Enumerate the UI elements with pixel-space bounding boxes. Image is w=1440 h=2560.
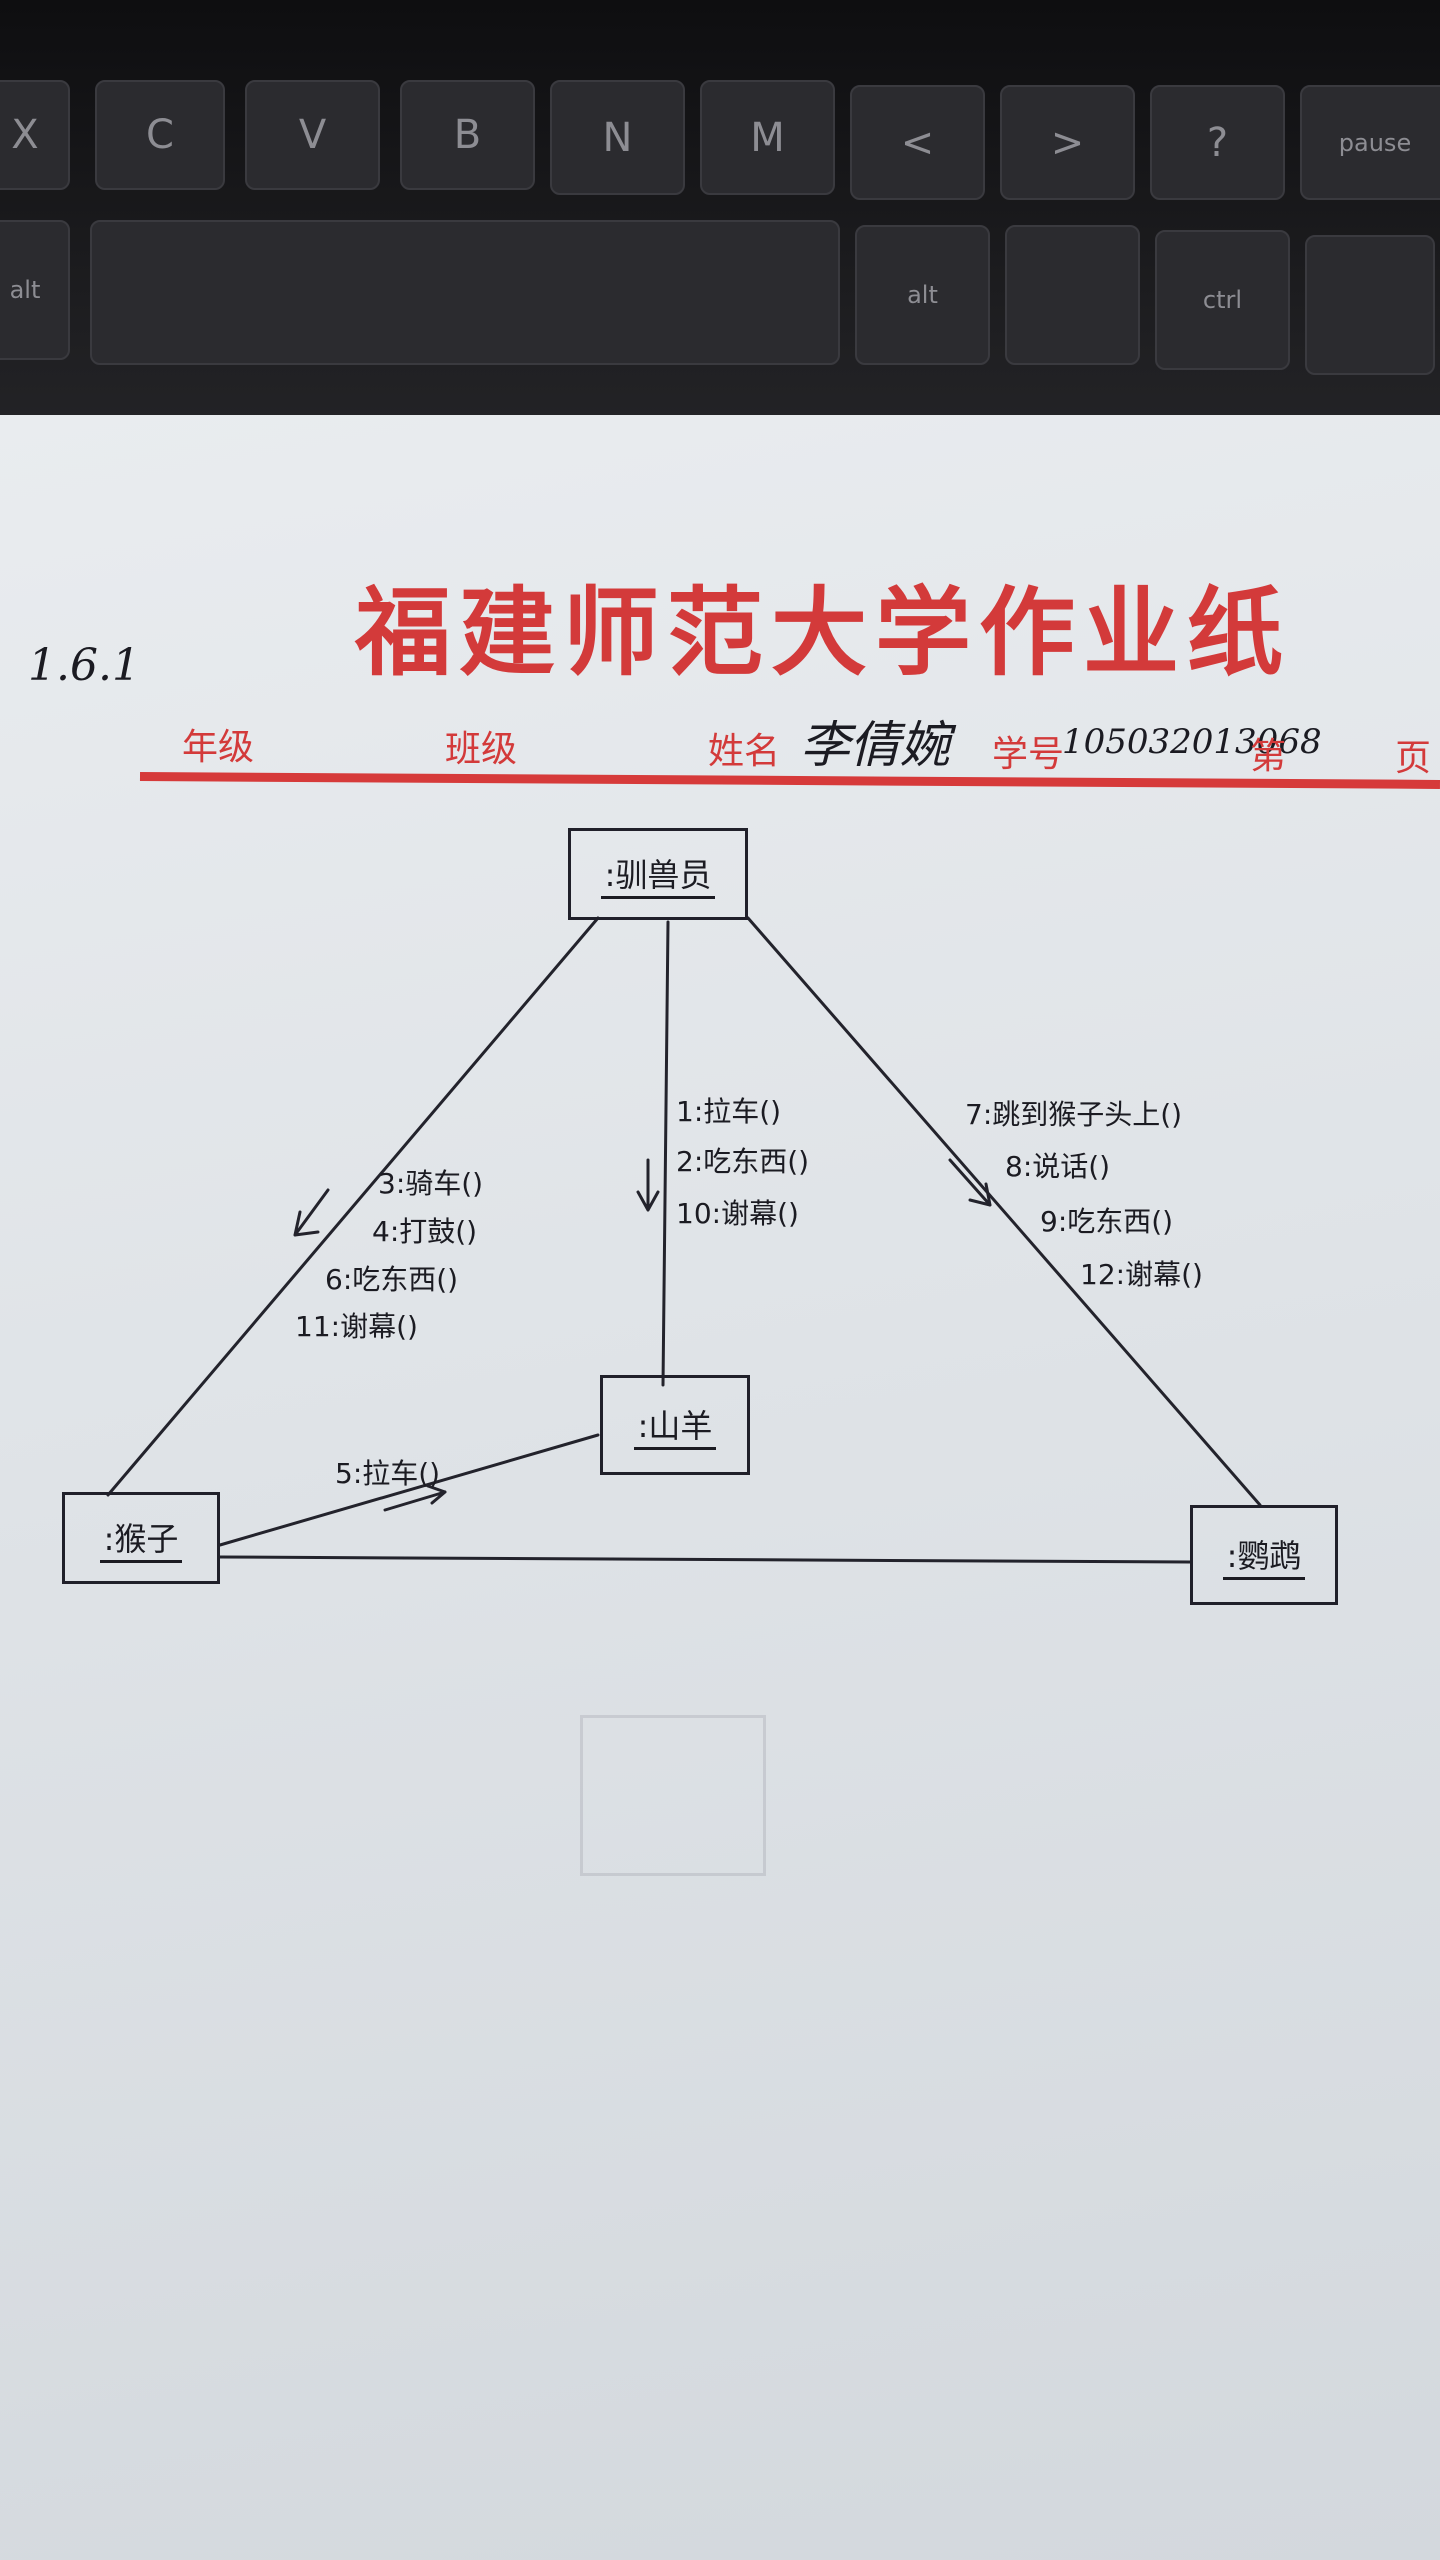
node-parrot: :鹦鹉	[1190, 1505, 1338, 1605]
link-trainer-parrot	[746, 916, 1262, 1507]
name-label: 姓名	[708, 731, 781, 772]
message-trainer-parrot: 7:跳到猴子头上()	[965, 1098, 1183, 1131]
show-through-mark	[580, 1715, 766, 1876]
arrow-to-goat-from-monkey	[383, 1484, 447, 1512]
link-monkey-parrot	[218, 1555, 1192, 1564]
arrow-to-parrot	[948, 1158, 992, 1207]
message-trainer-goat: 1:拉车()	[676, 1095, 782, 1128]
link-trainer-monkey	[106, 916, 600, 1497]
keyboard-background: X C V B N M < > ? pause alt alt ctrl	[0, 0, 1440, 420]
node-monkey-label: :猴子	[99, 1514, 183, 1563]
message-trainer-monkey: 3:骑车()	[378, 1167, 484, 1200]
node-goat-label: :山羊	[633, 1401, 717, 1450]
link-trainer-goat	[661, 920, 670, 1387]
page-label-di: 第	[1250, 736, 1287, 777]
key-pause: pause	[1300, 85, 1440, 200]
key-question: ?	[1150, 85, 1285, 200]
node-trainer-label: :驯兽员	[600, 850, 716, 899]
message-trainer-monkey: 11:谢幕()	[295, 1310, 418, 1343]
message-trainer-parrot: 12:谢幕()	[1080, 1258, 1203, 1291]
key-ctrl: ctrl	[1155, 230, 1290, 370]
arrow-to-monkey	[293, 1188, 330, 1237]
key-less-than: <	[850, 85, 985, 200]
message-trainer-parrot: 8:说话()	[1005, 1150, 1111, 1183]
node-trainer: :驯兽员	[568, 828, 748, 920]
key-v: V	[245, 80, 380, 190]
key-greater-than: >	[1000, 85, 1135, 200]
student-name: 李倩婉	[800, 716, 950, 774]
key-m: M	[700, 80, 835, 195]
message-trainer-goat: 10:谢幕()	[676, 1197, 799, 1230]
message-trainer-monkey: 6:吃东西()	[325, 1263, 459, 1296]
key-x: X	[0, 80, 70, 190]
key-space	[90, 220, 840, 365]
university-title: 福建师范大学作业纸	[355, 576, 1291, 689]
node-parrot-label: :鹦鹉	[1222, 1531, 1306, 1580]
page-label-ye: 页	[1395, 738, 1432, 779]
exercise-number: 1.6.1	[28, 640, 140, 691]
student-id-label: 学号	[992, 734, 1065, 775]
key-alt-right: alt	[855, 225, 990, 365]
arrow-to-goat	[636, 1158, 660, 1212]
grade-label: 年级	[182, 727, 255, 768]
message-trainer-monkey: 4:打鼓()	[372, 1215, 478, 1248]
message-monkey-goat: 5:拉车()	[335, 1457, 441, 1490]
link-monkey-goat	[218, 1433, 600, 1547]
student-id-value: 105032013068	[1062, 722, 1322, 762]
key-arrow-left	[1305, 235, 1435, 375]
key-b: B	[400, 80, 535, 190]
message-trainer-goat: 2:吃东西()	[676, 1145, 810, 1178]
class-label: 班级	[445, 729, 518, 770]
key-alt-left: alt	[0, 220, 70, 360]
key-menu	[1005, 225, 1140, 365]
key-c: C	[95, 80, 225, 190]
node-goat: :山羊	[600, 1375, 750, 1475]
node-monkey: :猴子	[62, 1492, 220, 1584]
message-trainer-parrot: 9:吃东西()	[1040, 1205, 1174, 1238]
key-n: N	[550, 80, 685, 195]
